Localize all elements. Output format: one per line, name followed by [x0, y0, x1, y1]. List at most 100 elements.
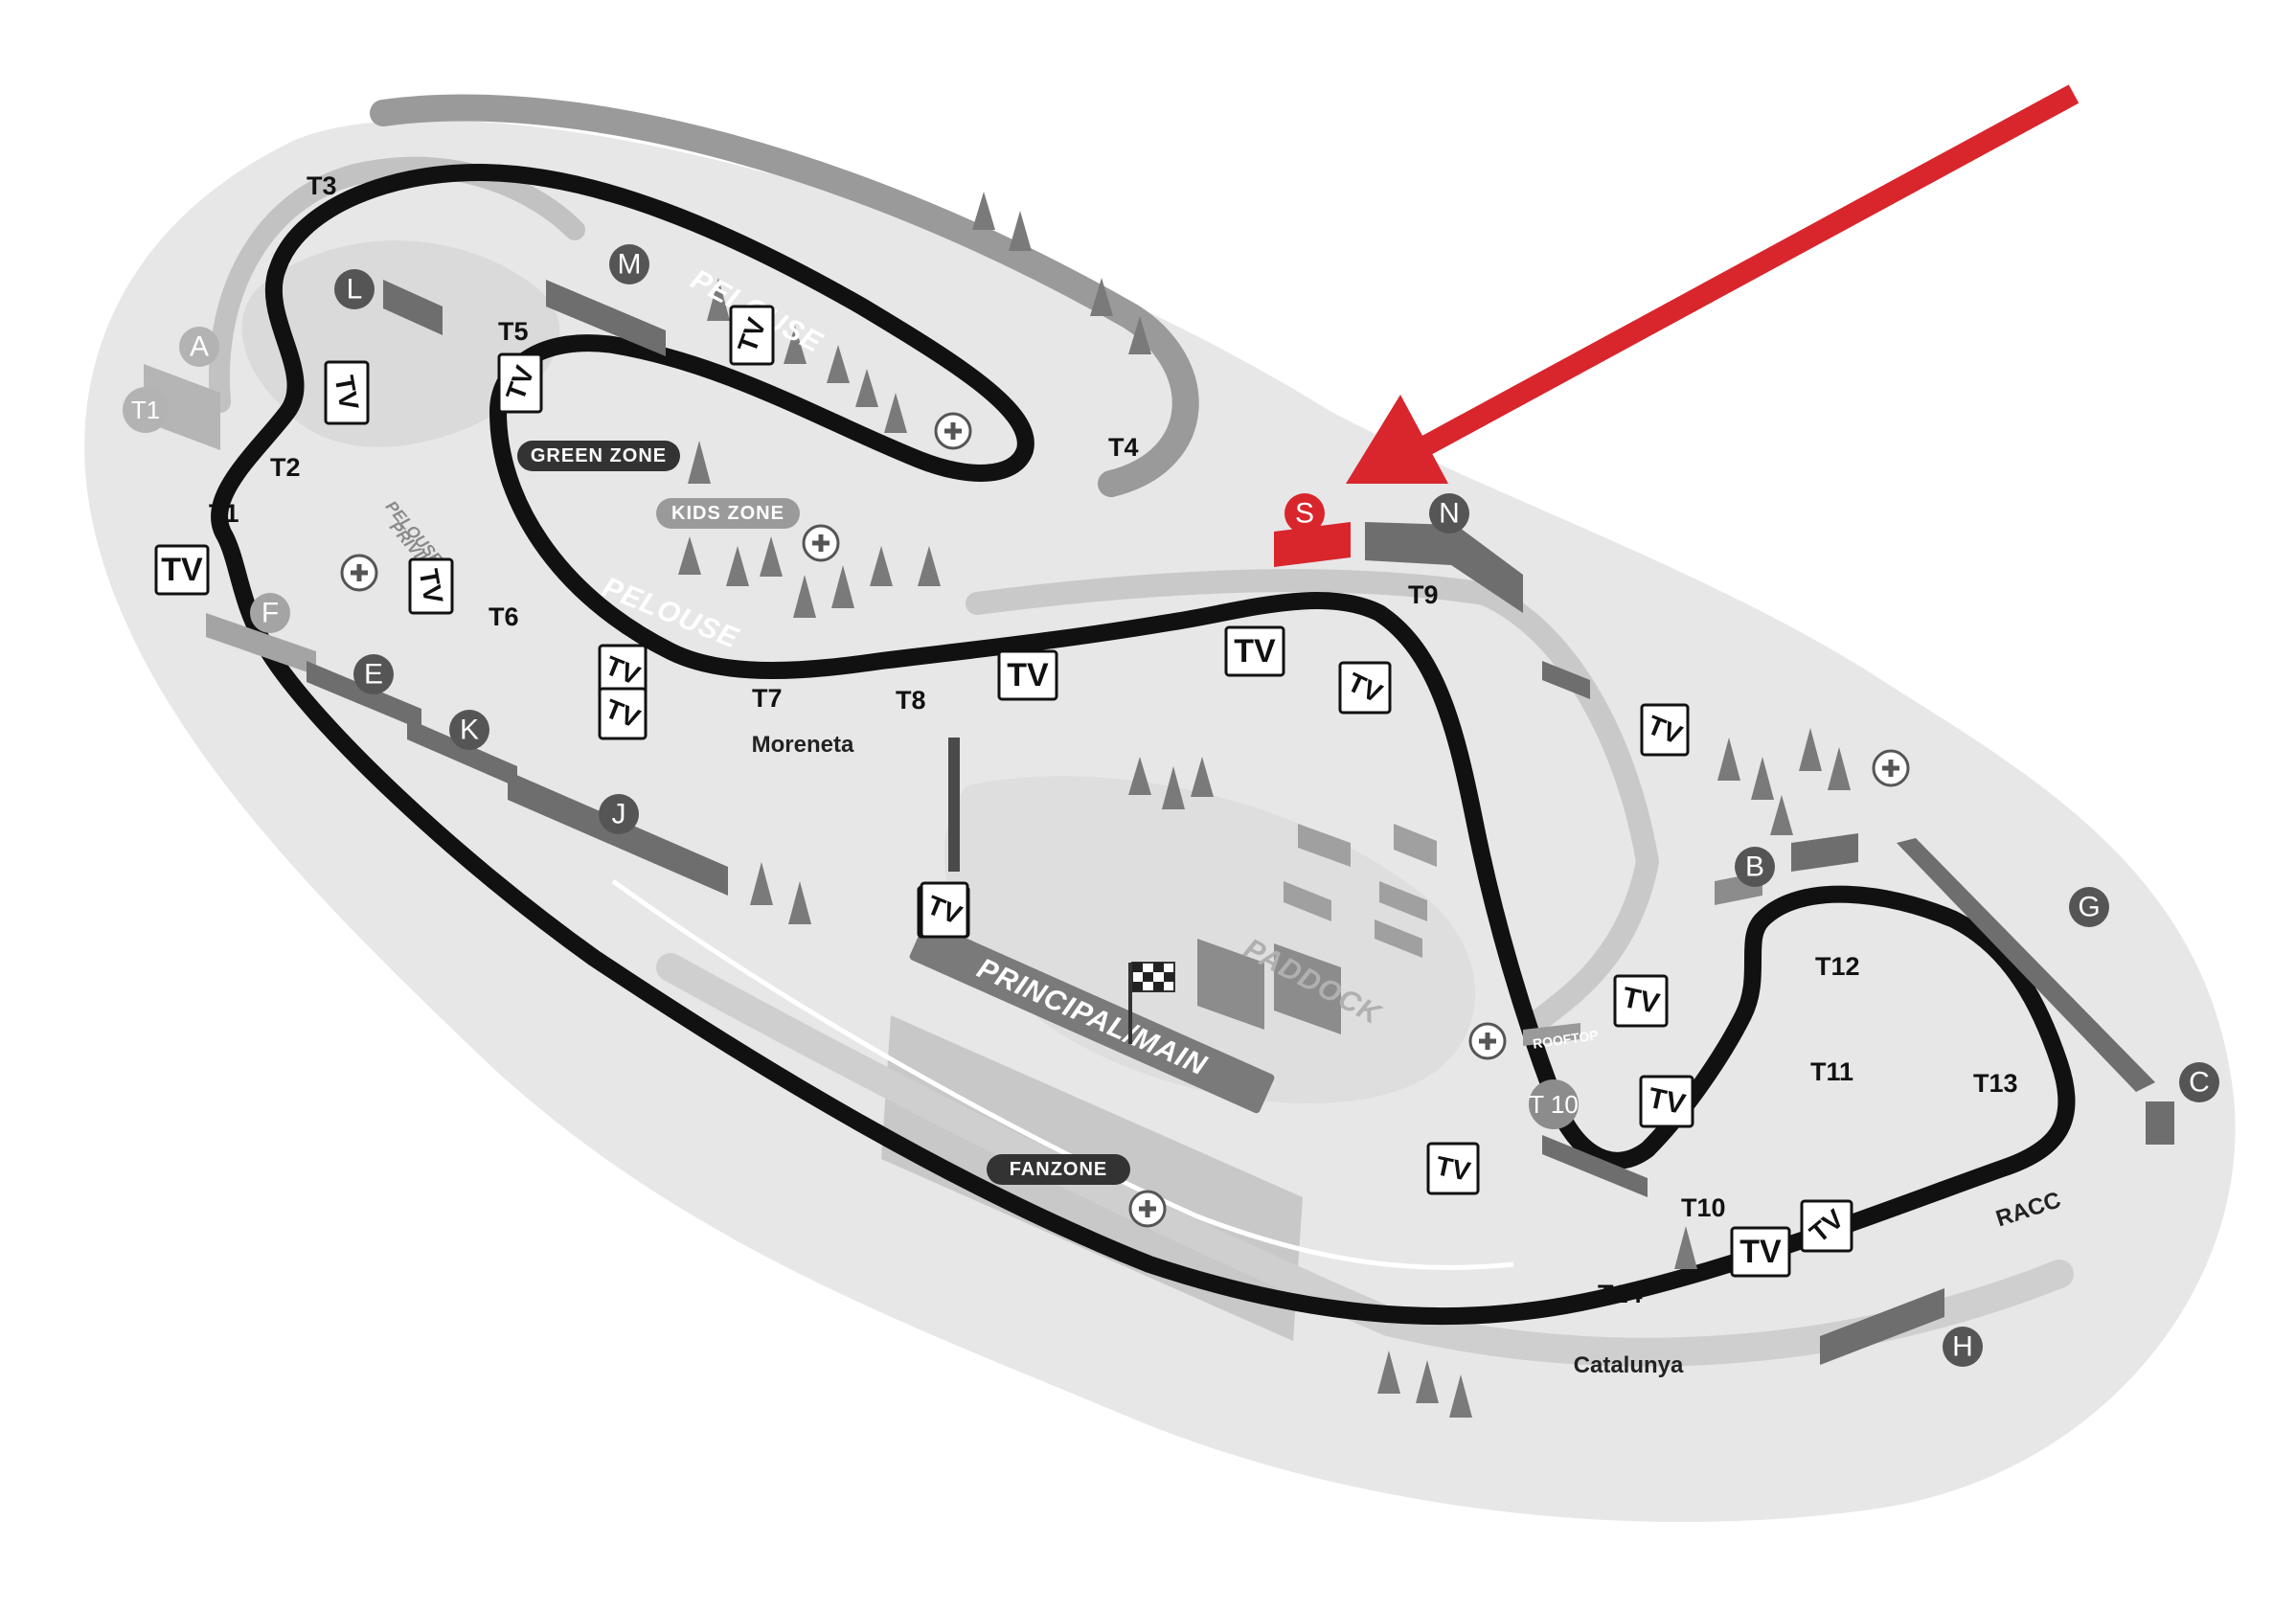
zone-pills: GREEN ZONE KIDS ZONE FANZONE: [517, 441, 1130, 1185]
section-badge-m: M: [609, 244, 649, 284]
section-letter: T1: [131, 396, 160, 424]
infield-shade: [241, 240, 560, 447]
pine-tree-icon: [784, 326, 807, 364]
section-badge-a: A: [179, 327, 219, 367]
pine-tree-icon: [1674, 1226, 1697, 1269]
pine-tree-icon: [918, 546, 941, 586]
section-letter: T 10: [1529, 1090, 1579, 1119]
principal-main-band: [909, 920, 1275, 1114]
pine-tree-icon: [884, 393, 907, 433]
tv-screen: TV: [997, 649, 1058, 701]
turn-t1: T1: [209, 499, 239, 528]
section-letter: F: [261, 598, 279, 629]
stand-f: [206, 613, 316, 675]
pine-tree-icon: [1416, 1360, 1439, 1403]
tv-label: TV: [161, 552, 203, 588]
section-badge-n: N: [1429, 493, 1469, 534]
section-letter: H: [1952, 1331, 1973, 1363]
section-letter: K: [460, 715, 479, 746]
tv-screen: TV: [1640, 703, 1690, 757]
tv-screen: TV: [729, 305, 775, 366]
pine-tree-icon: [1162, 766, 1185, 809]
plus-circle-icon: [1128, 1190, 1167, 1228]
fanzone-pill: [987, 1154, 1130, 1185]
pine-tree-icon: [855, 369, 878, 407]
pine-tree-icon: [1009, 211, 1032, 251]
stand-t10: [1542, 1135, 1648, 1197]
building-east: [1542, 661, 1590, 699]
building-m: [546, 280, 666, 356]
section-badge-c: C: [2179, 1062, 2219, 1102]
tv-label: TV: [1234, 633, 1276, 670]
building-b: [1791, 833, 1858, 872]
section-badge-h: H: [1943, 1327, 1983, 1367]
paddock-truck-2: [1197, 939, 1264, 1030]
section-letter: N: [1439, 498, 1460, 530]
pine-tree-icon: [1717, 738, 1740, 781]
turn-t3: T3: [307, 171, 337, 200]
tv-label: TV: [1646, 1082, 1688, 1121]
section-badge-t10: T 10: [1529, 1079, 1579, 1129]
paddock-unit-4: [1284, 881, 1331, 921]
place-moreneta: Moreneta: [752, 732, 854, 758]
section-badge-t1: T1: [123, 387, 169, 433]
stand-e: [307, 661, 421, 730]
pine-tree-icon: [788, 881, 811, 924]
turn-t11: T11: [1810, 1057, 1853, 1086]
tv-screen: TV: [1613, 974, 1669, 1028]
turn-t2: T2: [270, 453, 301, 482]
paddock-unit-2: [1394, 824, 1437, 867]
tv-label: TV: [1433, 1150, 1473, 1187]
pine-tree-icon: [870, 546, 893, 586]
pine-tree-icon: [707, 278, 730, 321]
plus-circle-icon: [340, 554, 378, 592]
race-track: [211, 164, 2076, 1326]
pine-tree-icon: [1828, 747, 1851, 790]
pine-tree-icon: [760, 536, 783, 577]
tv-screen: TV: [920, 881, 969, 939]
section-badge-k: K: [449, 710, 489, 750]
pine-tree-icon: [726, 546, 749, 586]
section-letter: G: [2078, 892, 2100, 923]
plus-circle-icon: [1468, 1022, 1507, 1060]
stand-n: [1365, 522, 1523, 613]
tv-screen: TV: [1730, 1226, 1791, 1278]
pine-tree-icon: [1449, 1374, 1472, 1418]
section-letter: S: [1295, 498, 1314, 530]
tv-screen: TV: [1800, 1199, 1853, 1253]
paddock-unit-1: [1298, 824, 1351, 867]
section-badge-s: S: [1284, 493, 1325, 534]
tv-screen: TV: [1224, 625, 1285, 677]
pine-tree-icon: [793, 575, 816, 618]
rooftop-structure: [1523, 1023, 1580, 1046]
paddock-unit-5: [1375, 920, 1422, 958]
turn-t13: T13: [1973, 1069, 2018, 1098]
pine-tree-icon: [678, 536, 701, 575]
tv-screen: TV: [1338, 661, 1392, 715]
section-letter: A: [190, 331, 209, 363]
tv-screen: TV: [408, 557, 454, 615]
tv-screens: TV TV TV TV TV TV TV TV: [154, 305, 1853, 1278]
stand-s-highlight: [1274, 522, 1351, 567]
tv-label: TV: [1739, 1234, 1782, 1270]
turn-t12: T12: [1815, 952, 1860, 981]
plus-circle-icon: [1872, 749, 1910, 787]
place-catalunya: Catalunya: [1574, 1352, 1684, 1378]
section-badge-j: J: [599, 794, 639, 834]
pine-tree-icon: [1770, 795, 1793, 835]
stand-h: [1820, 1288, 1944, 1365]
tv-screen: TV: [324, 360, 370, 425]
green-zone-label: GREEN ZONE: [531, 445, 667, 466]
turn-t6: T6: [489, 602, 519, 631]
section-letter: E: [364, 659, 383, 691]
turn-t8: T8: [896, 686, 926, 715]
tv-screen: TV: [1639, 1075, 1694, 1128]
trees: [678, 192, 1851, 1418]
section-badge-f: F: [250, 593, 290, 633]
pine-tree-icon: [972, 192, 995, 230]
section-letter: M: [618, 249, 642, 281]
pit-lane: [611, 878, 1514, 1270]
turn-t14: T14: [1598, 1280, 1643, 1308]
paddock-truck-1: [1274, 943, 1341, 1034]
